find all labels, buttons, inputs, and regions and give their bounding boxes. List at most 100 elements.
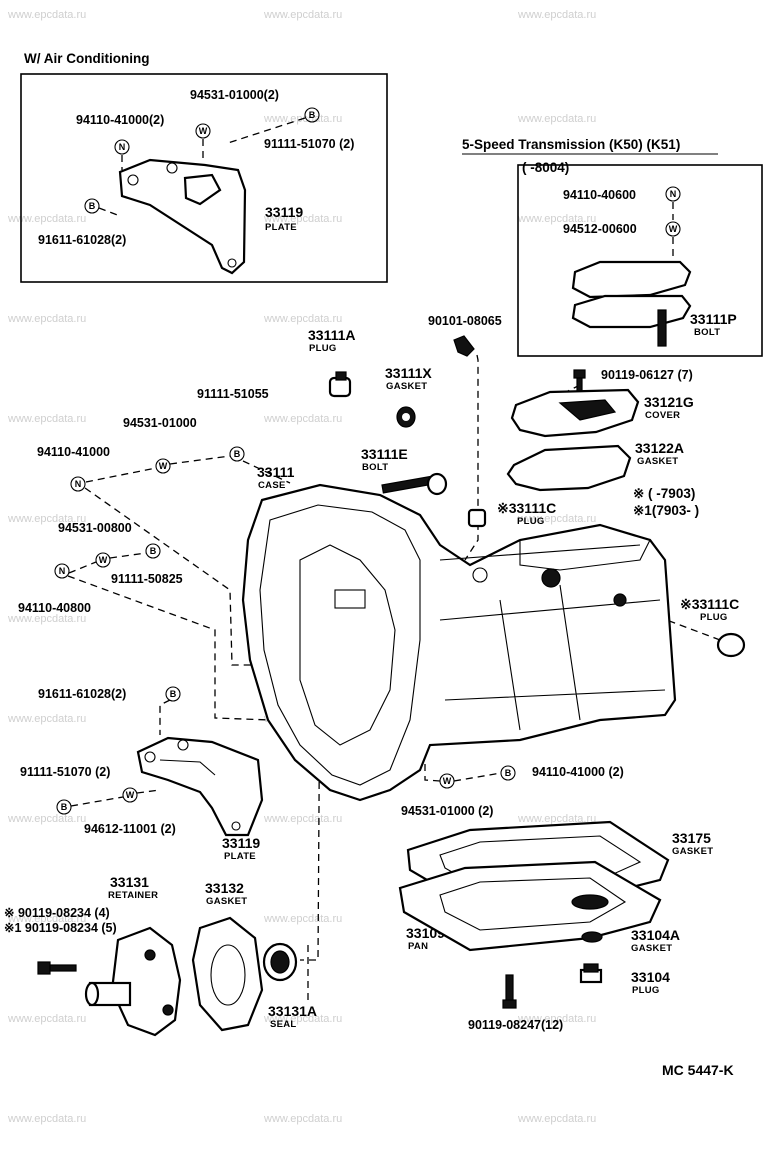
nut-icon bbox=[665, 186, 681, 202]
washer-symbol: W bbox=[126, 790, 135, 800]
retainer-33131-drawing bbox=[84, 926, 182, 1037]
label-90101-08065: 90101-08065 bbox=[428, 314, 502, 328]
bolt-symbol: B bbox=[505, 768, 512, 778]
plug-33111A-drawing bbox=[328, 371, 352, 398]
label-33131: 33131 bbox=[110, 874, 149, 890]
label-33109-name: PAN bbox=[408, 941, 428, 952]
washer-icon bbox=[122, 787, 138, 803]
washer-symbol: W bbox=[99, 555, 108, 565]
label-91111-51055: 91111-51055 bbox=[197, 387, 269, 401]
bolt-icon bbox=[500, 765, 516, 781]
label-33175-name: GASKET bbox=[672, 846, 713, 857]
label-33111C-right-name: PLUG bbox=[700, 612, 728, 623]
inset-plate-number: 33119 bbox=[265, 204, 303, 220]
label-33104-name: PLUG bbox=[632, 985, 660, 996]
label-33111-name: CASE bbox=[258, 480, 286, 491]
label-94110-41000-2: 94110-41000(2) bbox=[76, 113, 164, 127]
watermark: www.epcdata.ru bbox=[8, 713, 87, 725]
watermark: www.epcdata.ru bbox=[8, 813, 87, 825]
watermark: www.epcdata.ru bbox=[8, 313, 87, 325]
washer-icon bbox=[95, 552, 111, 568]
label-94110-41000-2: 94110-41000 (2) bbox=[532, 765, 624, 779]
bolt-90119-06127-drawing bbox=[573, 369, 586, 393]
label-33111C-top-name: PLUG bbox=[517, 516, 545, 527]
inset-plate-bracket bbox=[183, 173, 222, 206]
washer-icon bbox=[665, 221, 681, 237]
label-91111-51070-2: 91111-51070 (2) bbox=[264, 137, 354, 151]
inset-gasket-drawing bbox=[571, 294, 692, 329]
plug-33104-drawing bbox=[579, 963, 603, 984]
bolt-33111E-drawing bbox=[381, 472, 448, 496]
plate-hole bbox=[166, 162, 178, 174]
nut-symbol: N bbox=[670, 189, 677, 199]
label-33121G-name: COVER bbox=[645, 410, 680, 421]
label-94531-00800: 94531-00800 bbox=[58, 521, 132, 535]
bolt-90119-08234-drawing bbox=[37, 961, 77, 975]
plate-hole bbox=[127, 174, 139, 186]
label-33104: 33104 bbox=[631, 969, 670, 985]
label-94512-00600: 94512-00600 bbox=[563, 222, 637, 236]
inset-bolt-drawing bbox=[657, 309, 667, 347]
watermark: www.epcdata.ru bbox=[264, 313, 343, 325]
label-33104A: 33104A bbox=[631, 927, 680, 943]
inset-bolt-name: BOLT bbox=[694, 327, 720, 338]
label-90119-08247: 90119-08247(12) bbox=[468, 1018, 563, 1032]
washer-symbol: W bbox=[199, 126, 208, 136]
fastener-symbols: B W N B W N B B W W B bbox=[54, 446, 516, 815]
watermark: www.epcdata.ru bbox=[518, 9, 597, 21]
nut-icon bbox=[114, 139, 130, 155]
label-33111A-name: PLUG bbox=[309, 343, 337, 354]
watermark: www.epcdata.ru bbox=[264, 413, 343, 425]
nut-symbol: N bbox=[119, 142, 126, 152]
watermark: www.epcdata.ru bbox=[264, 213, 343, 225]
bolt-icon bbox=[304, 107, 320, 123]
plate-33119-drawing bbox=[136, 736, 264, 837]
label-91611-61028: 91611-61028(2) bbox=[38, 687, 126, 701]
label-33175: 33175 bbox=[672, 830, 711, 846]
washer-icon bbox=[155, 458, 171, 474]
cover-33121G-detail bbox=[558, 399, 617, 421]
washer-symbol: W bbox=[443, 776, 452, 786]
watermark: www.epcdata.ru bbox=[8, 9, 87, 21]
watermark: www.epcdata.ru bbox=[264, 1113, 343, 1125]
bolt-90101-drawing bbox=[453, 335, 475, 357]
nut-symbol: N bbox=[75, 479, 82, 489]
label-33131A-name: SEAL bbox=[270, 1019, 297, 1030]
label-33121G: 33121G bbox=[644, 394, 694, 410]
label-94531-01000: 94531-01000 bbox=[123, 416, 197, 430]
label-33122A-name: GASKET bbox=[637, 456, 678, 467]
inset-plate-name: PLATE bbox=[265, 222, 297, 233]
nut-icon bbox=[70, 476, 86, 492]
label-33111C-top: ※33111C bbox=[497, 500, 556, 516]
gasket-33104A-drawing bbox=[581, 931, 603, 943]
watermark: www.epcdata.ru bbox=[8, 913, 87, 925]
plug-33111C-top-drawing bbox=[467, 508, 487, 528]
label-33104A-name: GASKET bbox=[631, 943, 672, 954]
label-94531-01000-2: 94531-01000(2) bbox=[190, 88, 279, 102]
watermark: www.epcdata.ru bbox=[518, 1113, 597, 1125]
label-33111A: 33111A bbox=[308, 327, 356, 343]
inset-5speed-title: 5-Speed Transmission (K50) (K51) bbox=[462, 137, 680, 152]
label-33131-name: RETAINER bbox=[108, 890, 158, 901]
label-33111: 33111 bbox=[257, 464, 295, 480]
label-90119-08234-4: ※ 90119-08234 (4) bbox=[4, 906, 110, 920]
label-33132: 33132 bbox=[205, 880, 244, 896]
watermark: www.epcdata.ru bbox=[518, 813, 597, 825]
inset-5-speed: 5-Speed Transmission (K50) (K51) ( -8004… bbox=[462, 137, 763, 357]
bolt-symbol: B bbox=[170, 689, 177, 699]
case-33111-drawing bbox=[241, 483, 677, 802]
inset-cover-drawing bbox=[571, 260, 692, 299]
label-33119-name: PLATE bbox=[224, 851, 256, 862]
label-94612-11001: 94612-11001 (2) bbox=[84, 822, 176, 836]
bolt-icon bbox=[84, 198, 100, 214]
plug-33111C-right-drawing bbox=[716, 632, 746, 658]
bolt-icon bbox=[165, 686, 181, 702]
bolt-symbol: B bbox=[234, 449, 241, 459]
label-33111C-right: ※33111C bbox=[680, 596, 739, 612]
label-90119-08234-5: ※1 90119-08234 (5) bbox=[4, 921, 117, 935]
label-91111-51070: 91111-51070 (2) bbox=[20, 765, 110, 779]
diagram-code: MC 5447-K bbox=[662, 1062, 734, 1078]
gasket-33132-inner bbox=[210, 944, 246, 1006]
